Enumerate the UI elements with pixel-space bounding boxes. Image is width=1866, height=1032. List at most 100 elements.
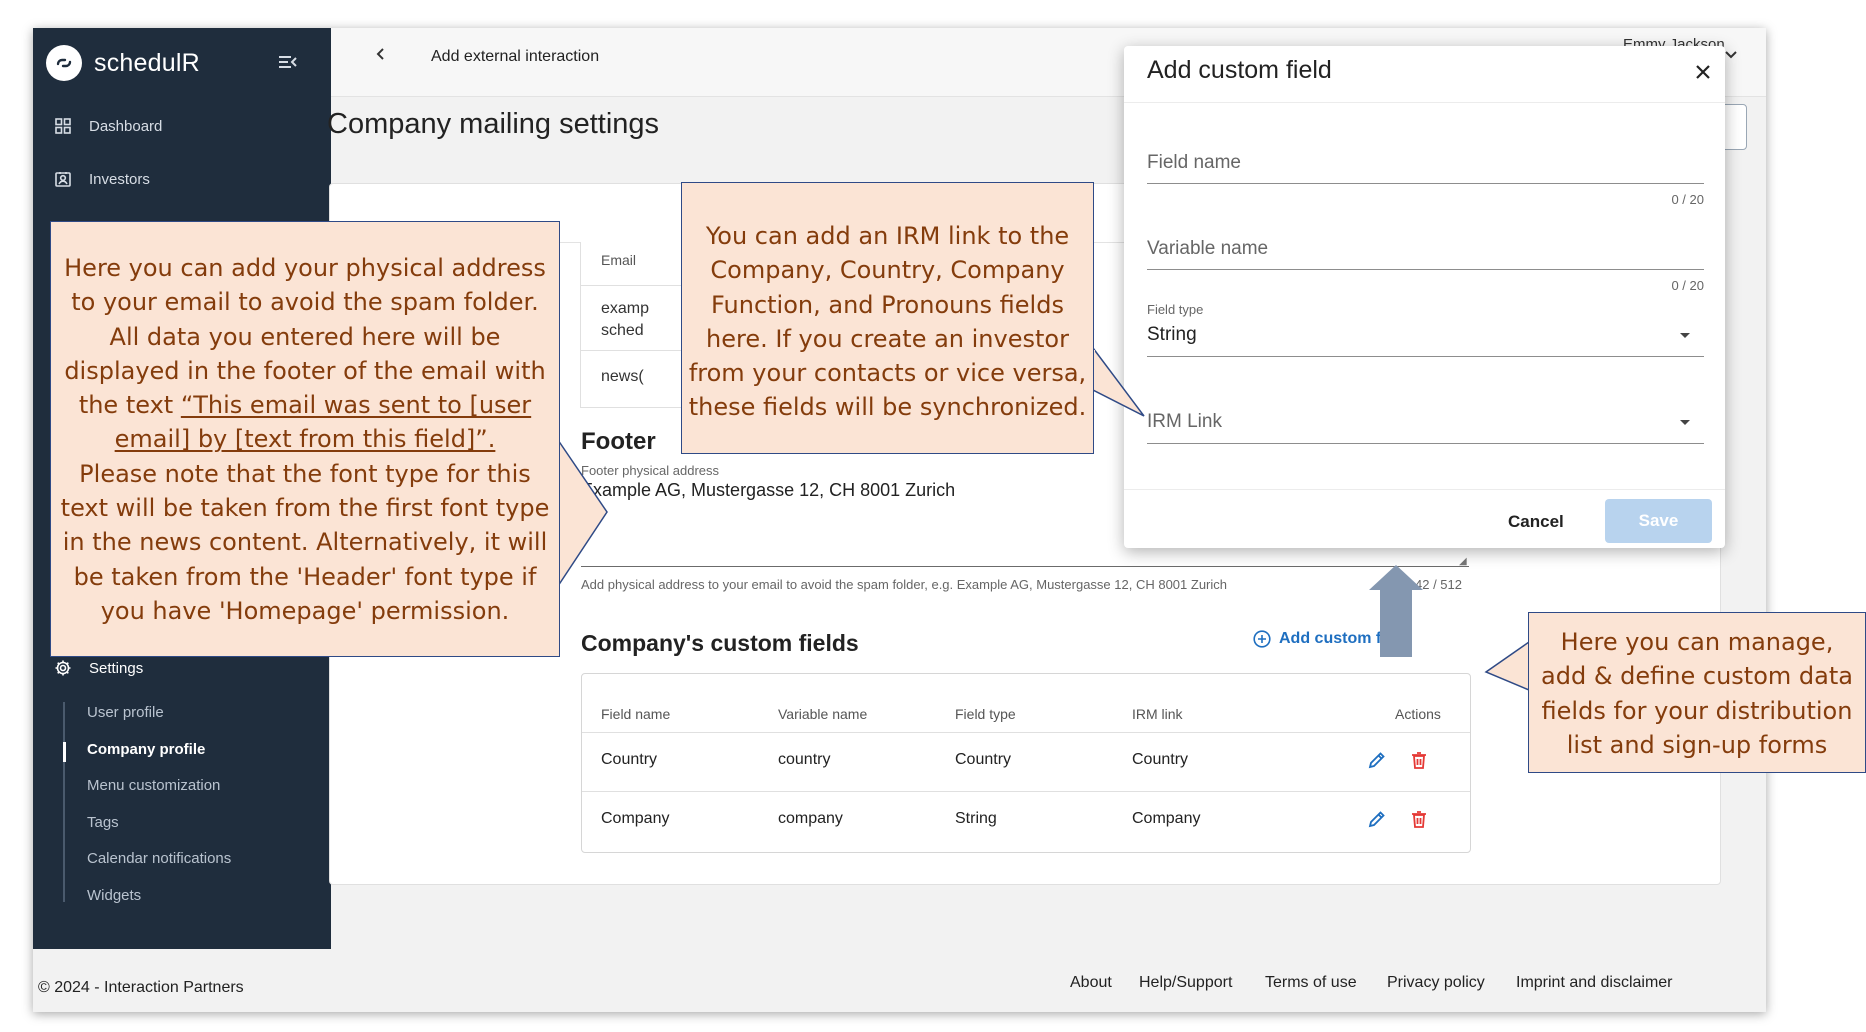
- callout-text: from your contacts or vice versa,: [688, 359, 1087, 388]
- footer-link-imprint[interactable]: Imprint and disclaimer: [1516, 974, 1673, 991]
- email-row: news(: [601, 368, 644, 385]
- dropdown-caret-icon[interactable]: [1680, 333, 1690, 338]
- field-name-counter: 0 / 20: [1671, 192, 1704, 207]
- cancel-button[interactable]: Cancel: [1508, 512, 1564, 531]
- delete-trash-icon[interactable]: [1409, 750, 1429, 770]
- input-underline: [581, 566, 1469, 567]
- delete-trash-icon[interactable]: [1409, 809, 1429, 829]
- row-divider: [580, 285, 780, 286]
- field-type-select[interactable]: String: [1147, 324, 1197, 345]
- dialog-title: Add custom field: [1147, 56, 1332, 84]
- logo-text: schedulR: [94, 48, 200, 77]
- sidebar-subitem-tags[interactable]: Tags: [87, 814, 119, 831]
- variable-name-input[interactable]: Variable name: [1147, 238, 1269, 259]
- email-text: examp: [601, 300, 650, 317]
- footer-section-title: Footer: [581, 428, 656, 455]
- sidebar-item-label: Investors: [89, 170, 150, 188]
- callout-text: you have 'Homepage' permission.: [100, 596, 510, 625]
- dropdown-caret-icon[interactable]: [1680, 420, 1690, 425]
- variable-name-counter: 0 / 20: [1671, 278, 1704, 293]
- sidebar-subitem-user-profile[interactable]: User profile: [87, 704, 164, 721]
- cell-field-type: String: [955, 810, 997, 827]
- gear-icon: [53, 658, 73, 678]
- dialog-divider: [1124, 489, 1725, 490]
- footer-link-help[interactable]: Help/Support: [1139, 974, 1233, 991]
- cell-variable-name: country: [778, 751, 831, 768]
- sidebar-item-dashboard[interactable]: Dashboard: [53, 116, 162, 136]
- footer-link-terms[interactable]: Terms of use: [1265, 974, 1357, 991]
- callout-text: Please note that the font type for this: [79, 459, 531, 488]
- chevron-down-icon[interactable]: [1725, 46, 1737, 64]
- callout-text: “This email was sent to [user: [180, 391, 532, 420]
- callout-text: add & define custom data: [1541, 662, 1853, 691]
- cell-variable-name: company: [778, 810, 843, 827]
- copyright-text: © 2024 - Interaction Partners: [38, 979, 244, 996]
- callout-text: list and sign-up forms: [1566, 730, 1828, 759]
- footer-link-about[interactable]: About: [1070, 974, 1112, 991]
- callout-text: the text: [78, 391, 181, 420]
- callout-footer-explanation: Here you can add your physical address t…: [50, 221, 560, 657]
- callout-text: text will be taken from the first font t…: [60, 494, 550, 523]
- sidebar-item-investors[interactable]: Investors: [53, 169, 150, 189]
- callout-text: displayed in the footer of the email wit…: [64, 356, 546, 385]
- column-header-field-type: Field type: [955, 706, 1016, 722]
- callout-text: here. If you create an investor: [706, 324, 1069, 353]
- sidebar-subitem-calendar-notifications[interactable]: Calendar notifications: [87, 850, 232, 867]
- cell-field-type: Country: [955, 751, 1012, 768]
- close-icon[interactable]: [1694, 63, 1712, 81]
- add-custom-field-button[interactable]: Add custom field: [1253, 630, 1409, 648]
- page-title: Company mailing settings: [327, 108, 660, 140]
- email-row: examp sched: [601, 298, 649, 342]
- collapse-menu-icon[interactable]: [279, 54, 297, 75]
- back-arrow-icon[interactable]: [375, 46, 387, 67]
- input-underline: [1147, 356, 1704, 357]
- edit-pencil-icon[interactable]: [1367, 809, 1387, 829]
- callout-text: email] by [text from this field]”.: [114, 425, 496, 454]
- footer-address-label: Footer physical address: [581, 463, 720, 478]
- input-underline: [1147, 269, 1704, 270]
- callout-text: Function, and Pronouns fields: [711, 290, 1064, 319]
- irm-link-select[interactable]: IRM Link: [1147, 411, 1222, 432]
- callout-text: in the news content. Alternatively, it w…: [62, 528, 548, 557]
- input-underline: [1147, 443, 1704, 444]
- topbar-title[interactable]: Add external interaction: [431, 48, 600, 65]
- footer-link-privacy[interactable]: Privacy policy: [1387, 974, 1485, 991]
- column-header-actions: Actions: [1395, 706, 1441, 722]
- callout-custom-fields-explanation: Here you can manage, add & define custom…: [1528, 612, 1866, 773]
- callout-text: You can add an IRM link to the: [705, 222, 1070, 250]
- callout-text: to your email to avoid the spam folder.: [71, 288, 539, 317]
- sidebar-subitem-menu-customization[interactable]: Menu customization: [87, 777, 221, 794]
- column-header-field-name: Field name: [601, 706, 671, 722]
- footer-address-input[interactable]: Example AG, Mustergasse 12, CH 8001 Zuri…: [581, 480, 956, 500]
- submenu-active-indicator: [63, 742, 66, 762]
- callout-text: the text “This email was sent to [user: [51, 388, 559, 422]
- field-name-input[interactable]: Field name: [1147, 152, 1241, 173]
- add-custom-field-dialog: Add custom field Field name 0 / 20 Varia…: [1124, 46, 1725, 548]
- sidebar-subitem-widgets[interactable]: Widgets: [87, 887, 142, 904]
- contact-card-icon: [53, 169, 73, 189]
- sidebar-item-settings[interactable]: Settings: [53, 658, 143, 678]
- field-type-label: Field type: [1147, 302, 1204, 317]
- cell-irm-link: Country: [1132, 751, 1189, 768]
- edit-pencil-icon[interactable]: [1367, 750, 1387, 770]
- app-logo[interactable]: schedulR: [46, 45, 200, 81]
- cell-field-name: Company: [601, 810, 670, 827]
- row-divider: [582, 791, 1470, 792]
- footer-hint-text: Add physical address to your email to av…: [581, 577, 1227, 592]
- callout-text: Here you can add your physical address: [64, 254, 546, 282]
- callout-text: these fields will be synchronized.: [688, 393, 1087, 422]
- column-header-irm-link: IRM link: [1132, 706, 1183, 722]
- callout-text: be taken from the 'Header' font type if: [73, 562, 537, 591]
- dashboard-icon: [53, 116, 73, 136]
- resize-handle-icon[interactable]: ◢: [1459, 556, 1467, 567]
- save-button-label: Save: [1638, 511, 1679, 530]
- custom-fields-title: Company's custom fields: [581, 630, 859, 656]
- footer-char-counter: 42 / 512: [1415, 577, 1462, 592]
- callout-text: email] by [text from this field]”.: [51, 422, 559, 456]
- cell-field-name: Country: [601, 751, 658, 768]
- save-button[interactable]: Save: [1605, 499, 1712, 543]
- column-header-variable-name: Variable name: [778, 706, 868, 722]
- row-divider: [582, 732, 1470, 733]
- sidebar-subitem-company-profile[interactable]: Company profile: [87, 741, 206, 758]
- callout-irm-link-explanation: You can add an IRM link to the Company, …: [681, 182, 1094, 454]
